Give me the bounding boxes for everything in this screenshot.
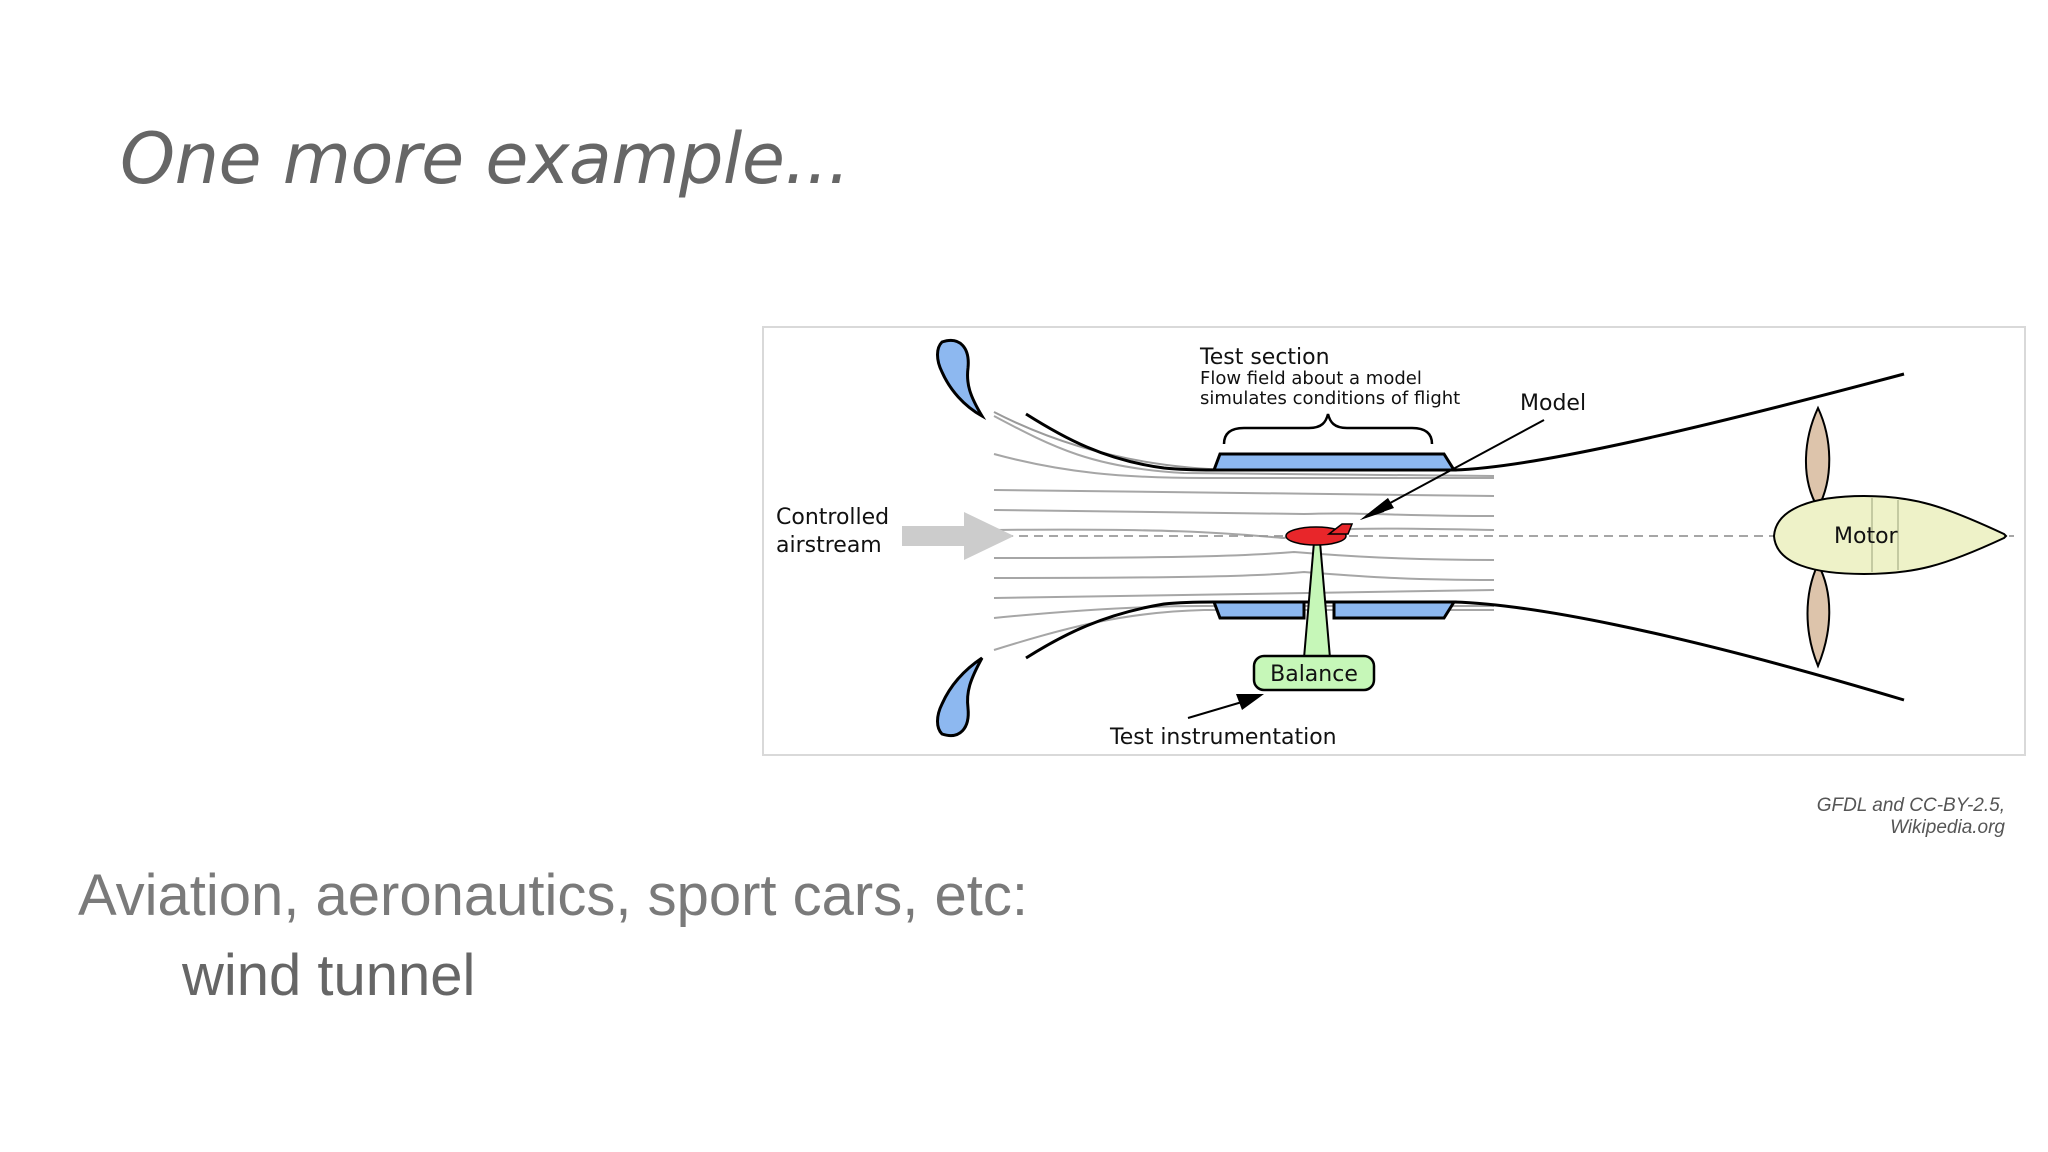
- instrumentation-pointer-line: [1187, 701, 1243, 719]
- motor-label: Motor: [1834, 524, 1899, 549]
- lower-intake-lip: [936, 656, 984, 737]
- test-section-desc-line1: Flow field about a model: [1200, 368, 1422, 389]
- model-airplane: [1285, 523, 1354, 546]
- streamline: [993, 411, 1235, 471]
- test-section-label: Test section: [1199, 345, 1330, 370]
- test-section-brace: [1222, 413, 1434, 445]
- controlled-airstream-label-line1: Controlled: [776, 505, 889, 530]
- streamline: [993, 527, 1495, 540]
- test-section-desc-line2: simulates conditions of flight: [1200, 388, 1460, 409]
- streamline: [993, 509, 1495, 517]
- body-text-line2: wind tunnel: [182, 943, 476, 1008]
- wind-tunnel-figure: Balance Motor Test section Flow field ab…: [762, 326, 2026, 756]
- wind-tunnel-diagram: Balance Motor Test section Flow field ab…: [776, 339, 2014, 750]
- balance-stem: [1302, 541, 1332, 659]
- balance-box: [1252, 654, 1376, 692]
- streamlines: [993, 411, 1495, 651]
- upper-test-plate: [1211, 452, 1457, 472]
- controlled-airstream-label-line2: airstream: [776, 533, 882, 558]
- streamline: [993, 589, 1495, 599]
- model-pointer-line: [1365, 419, 1545, 517]
- upper-wall: [1025, 372, 1905, 472]
- streamline: [993, 489, 1495, 497]
- lower-test-plate-right: [1332, 600, 1457, 620]
- streamline: [993, 605, 1494, 619]
- body-text-line1: Aviation, aeronautics, sport cars, etc:: [78, 863, 1028, 928]
- streamline: [993, 570, 1495, 581]
- upper-intake-lip: [936, 339, 987, 421]
- motor-nacelle: [1772, 494, 2008, 576]
- streamline: [993, 453, 1494, 479]
- streamline: [993, 550, 1495, 561]
- tunnel-walls: [1025, 372, 1905, 702]
- test-instrumentation-label: Test instrumentation: [1109, 725, 1337, 750]
- image-credit: GFDL and CC-BY-2.5, Wikipedia.org: [1816, 795, 2005, 838]
- lower-wall: [1025, 600, 1905, 702]
- model-label: Model: [1520, 391, 1586, 416]
- lower-test-plate-left: [1211, 600, 1306, 620]
- slide-title: One more example...: [120, 118, 850, 200]
- balance-label: Balance: [1270, 662, 1358, 687]
- streamline: [993, 415, 1495, 477]
- instrumentation-pointer-arrowhead: [1236, 694, 1264, 710]
- airstream-arrow: [902, 512, 1014, 560]
